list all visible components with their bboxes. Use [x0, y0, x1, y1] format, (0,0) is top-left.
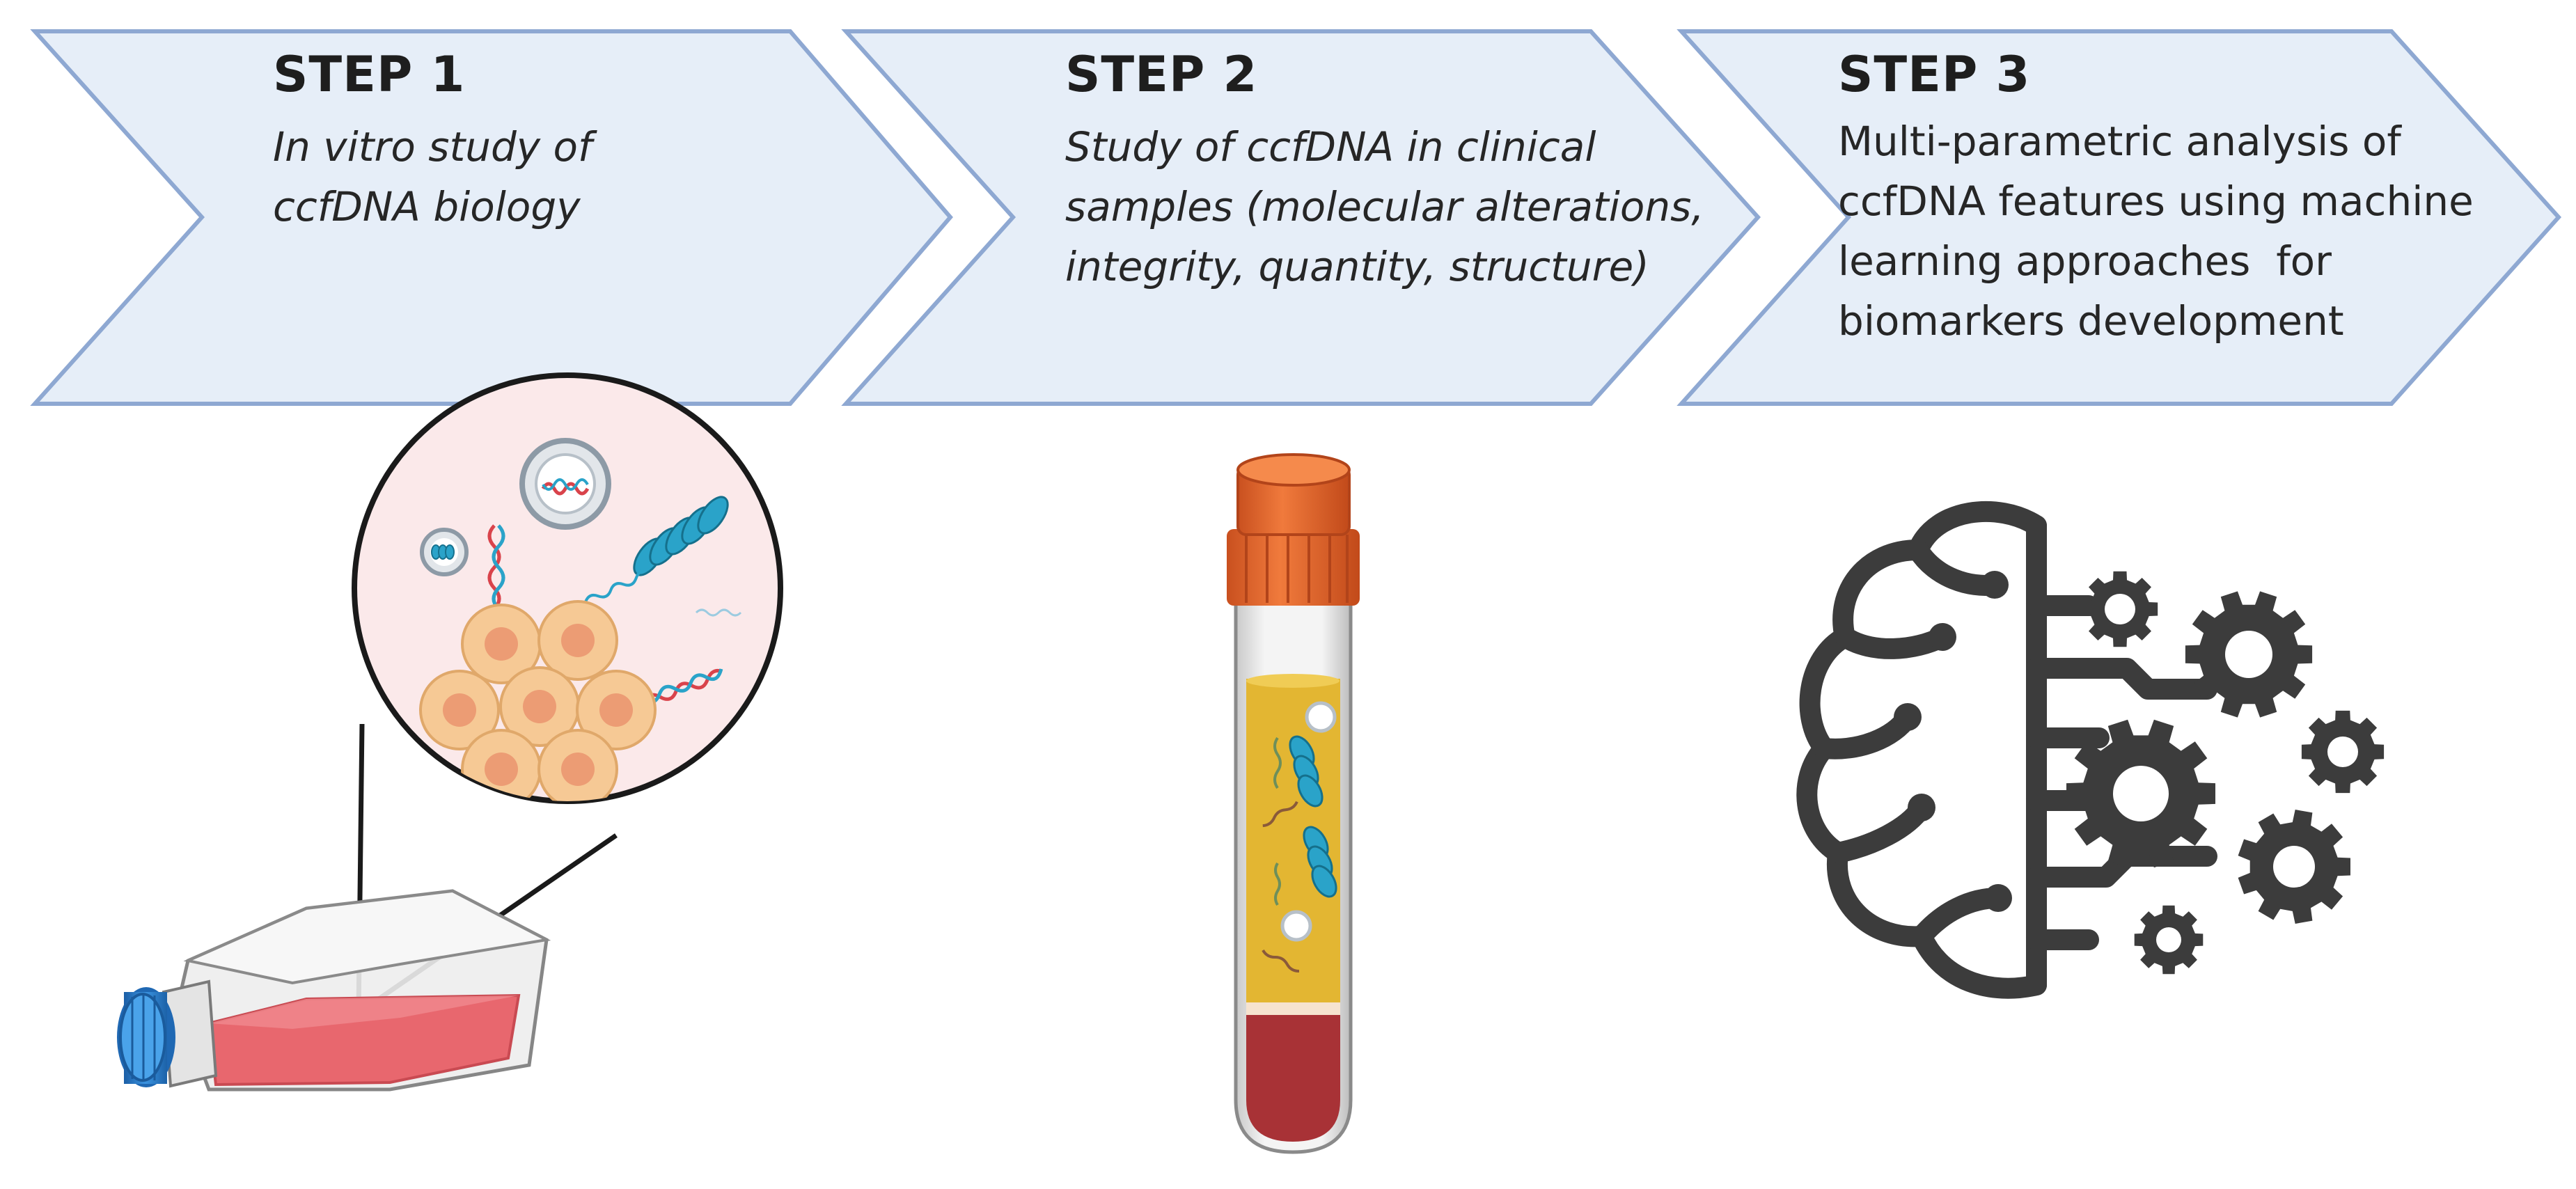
step-1-title: STEP 1	[273, 46, 466, 103]
step-3-title: STEP 3	[1838, 46, 2031, 103]
step-3-text: STEP 3 Multi-parametric analysis of ccfD…	[1838, 50, 2474, 351]
gear-hole	[2105, 594, 2135, 624]
step-2-title: STEP 2	[1065, 46, 1258, 103]
gears-group	[2066, 571, 2385, 975]
blood-layer	[1246, 1013, 1340, 1142]
gear-hole	[2273, 846, 2315, 888]
step-3-line-4: biomarkers development	[1838, 297, 2344, 345]
gear-hole	[2113, 766, 2169, 821]
step-1-description: In vitro study of ccfDNA biology	[273, 117, 592, 237]
gear-hole	[2156, 927, 2181, 952]
blood-collection-tube-illustration	[1227, 453, 1360, 1154]
step-3-description: Multi-parametric analysis of ccfDNA feat…	[1838, 111, 2474, 351]
step-1-chevron	[30, 29, 953, 406]
step-1-text: STEP 1 In vitro study of ccfDNA biology	[273, 50, 592, 237]
buffy-coat	[1246, 1002, 1340, 1015]
step-1-line-1: In vitro study of	[273, 123, 592, 171]
step-3-line-3: learning approaches for	[1838, 237, 2332, 285]
step-2-line-2: samples (molecular alterations,	[1065, 183, 1704, 230]
step-1-line-2: ccfDNA biology	[273, 183, 581, 230]
step-2-text: STEP 2 Study of ccfDNA in clinical sampl…	[1065, 50, 1704, 297]
gear-hole	[2327, 737, 2358, 767]
brain-circuit-dots	[1894, 571, 2012, 912]
step-2-line-3: integrity, quantity, structure)	[1065, 243, 1649, 290]
gear-hole	[2225, 631, 2272, 678]
step-2-chevron	[841, 29, 1761, 406]
step-2-line-1: Study of ccfDNA in clinical	[1065, 123, 1596, 171]
step-3-line-1: Multi-parametric analysis of	[1838, 118, 2401, 165]
step-2-description: Study of ccfDNA in clinical samples (mol…	[1065, 117, 1704, 297]
cell-culture-flask-illustration	[117, 372, 783, 1092]
cell-cluster	[419, 600, 657, 801]
step-3-chevron	[1676, 29, 2562, 406]
tube-cap	[1227, 529, 1360, 606]
step-3-line-2: ccfDNA features using machine	[1838, 178, 2474, 225]
